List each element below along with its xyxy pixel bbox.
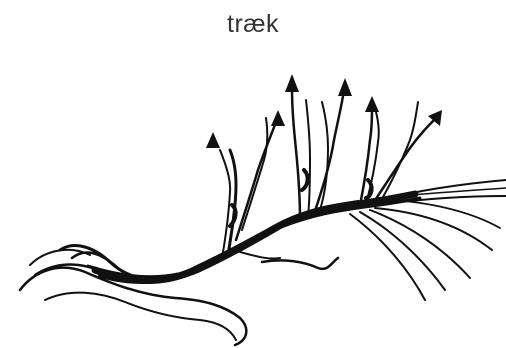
up-arrow-icon [206, 132, 220, 148]
up-arrow-icon [338, 78, 352, 96]
up-arrow-icon [365, 96, 379, 112]
caption-label: træk [0, 10, 506, 39]
up-arrow-icon [285, 74, 299, 92]
main-spine [88, 194, 420, 282]
up-arrow-icon [271, 110, 285, 126]
left-scribbles [20, 246, 338, 345]
right-filaments [350, 180, 506, 300]
upward-strands [220, 88, 438, 258]
